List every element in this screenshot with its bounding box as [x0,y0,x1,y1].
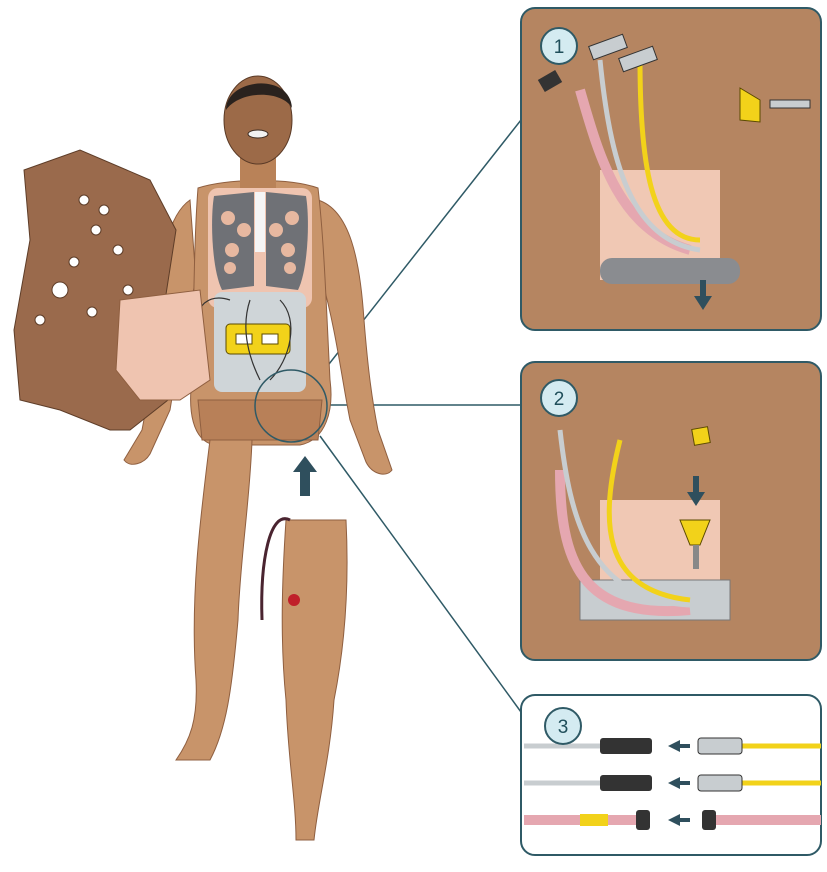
left-leg [176,440,252,760]
abdominal-insert [116,290,210,400]
right-lung [266,192,308,290]
callout-lines [318,120,521,712]
panel-step-1: 1 [521,8,821,330]
panel-step-3: 3 [521,695,821,855]
sternum [255,192,265,252]
step-1-number: 1 [554,37,565,58]
panel-step-2: 2 [521,362,821,660]
leg-bleed-port [288,594,300,606]
right-arm [318,200,392,474]
detached-right-leg [282,520,347,840]
left-lung [212,192,254,290]
mouth [248,130,268,138]
up-arrow-icon [293,456,317,496]
step-2-number: 2 [554,389,565,410]
step-3-number: 3 [558,717,569,738]
pelvis [198,400,322,440]
